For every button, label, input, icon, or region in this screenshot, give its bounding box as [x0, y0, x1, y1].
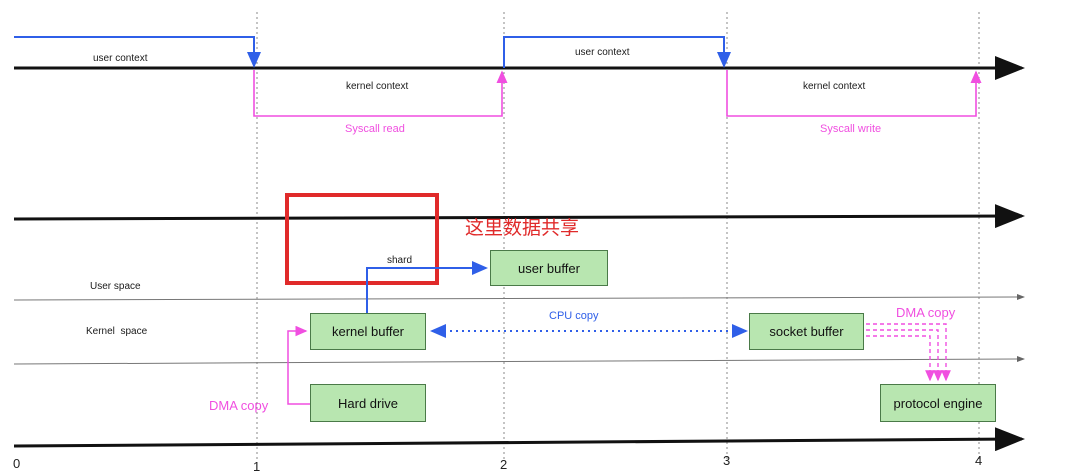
shard-arrow	[366, 261, 488, 314]
tick-label-4: 4	[975, 453, 983, 468]
kernel-buffer-box: kernel buffer	[310, 313, 426, 350]
dma-copy-right-label: DMA copy	[896, 305, 956, 320]
protocol-engine-box: protocol engine	[880, 384, 996, 422]
segment-label-kernel-context-2: kernel context	[803, 81, 866, 92]
user-context-lines	[14, 36, 731, 68]
segment-label-user-context-2: user context	[575, 47, 630, 58]
tick-label-2: 2	[500, 457, 508, 472]
user-space-line	[13, 294, 1025, 301]
kernel-space-label: Kernel space	[86, 326, 148, 337]
dma-copy-left-arrow	[287, 325, 310, 405]
dma-copy-left-label: DMA copy	[209, 398, 269, 413]
socket-buffer-box: socket buffer	[749, 313, 864, 350]
shard-label: shard	[387, 255, 413, 266]
syscall-read-label: Syscall read	[345, 123, 405, 135]
syscall-write-label: Syscall write	[820, 123, 882, 135]
segment-label-user-context-1: user context	[93, 53, 148, 64]
hard-drive-box: Hard drive	[310, 384, 426, 422]
kernel-space-line	[13, 356, 1025, 365]
bottom-axis	[13, 427, 1025, 452]
syscall-lines	[253, 70, 982, 117]
tick-label-3: 3	[723, 453, 731, 468]
segment-label-kernel-context-1: kernel context	[346, 81, 409, 92]
data-sharing-annotation: 这里数据共享	[465, 217, 580, 239]
user-buffer-box: user buffer	[490, 250, 608, 286]
shared-highlight-box	[285, 193, 439, 285]
cpu-copy-label: CPU copy	[549, 310, 599, 322]
tick-label-1: 1	[253, 459, 261, 474]
tick-label-0: 0	[13, 456, 21, 471]
dma-copy-right-arrows	[866, 323, 951, 382]
user-space-label: User space	[90, 281, 141, 292]
space-divider-axis	[13, 204, 1025, 229]
